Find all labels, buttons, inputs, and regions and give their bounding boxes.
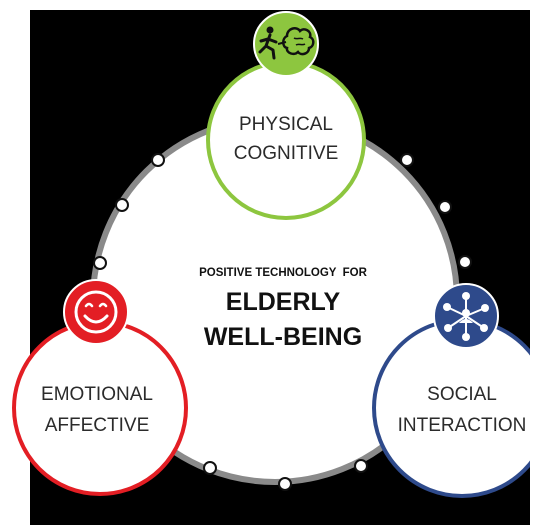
ring-bead: [438, 200, 452, 214]
node-physical-cognitive: PHYSICAL COGNITIVE: [206, 11, 366, 220]
smiley-face-icon: [63, 279, 129, 345]
network-people-icon: [433, 283, 499, 349]
node-emotional-affective: EMOTIONAL AFFECTIVE: [12, 279, 188, 496]
ring-bead: [115, 198, 129, 212]
ring-bead: [203, 461, 217, 475]
ring-bead: [354, 459, 368, 473]
center-title-line1: ELDERLY: [226, 288, 341, 316]
node-label-line2: INTERACTION: [398, 415, 527, 436]
ring-bead: [151, 153, 165, 167]
ring-beads: [93, 153, 472, 491]
node-label-line1: EMOTIONAL: [41, 384, 153, 405]
ring-bead: [278, 477, 292, 491]
node-label-line1: SOCIAL: [427, 384, 497, 405]
ring-bead: [93, 256, 107, 270]
right-crop-edge: [530, 0, 533, 525]
ring-bead: [400, 153, 414, 167]
node-label-line2: COGNITIVE: [234, 143, 339, 164]
node-circle: [206, 60, 366, 220]
node-circle: [12, 320, 188, 496]
node-label-line2: AFFECTIVE: [45, 415, 150, 436]
center-subtitle: POSITIVE TECHNOLOGY FOR: [199, 267, 368, 279]
center-title-line2: WELL-BEING: [204, 323, 362, 351]
node-social-interaction: SOCIAL INTERACTION: [372, 283, 533, 498]
runner-brain-icon: [253, 11, 319, 77]
ring-bead: [458, 255, 472, 269]
node-label-line1: PHYSICAL: [239, 114, 333, 135]
